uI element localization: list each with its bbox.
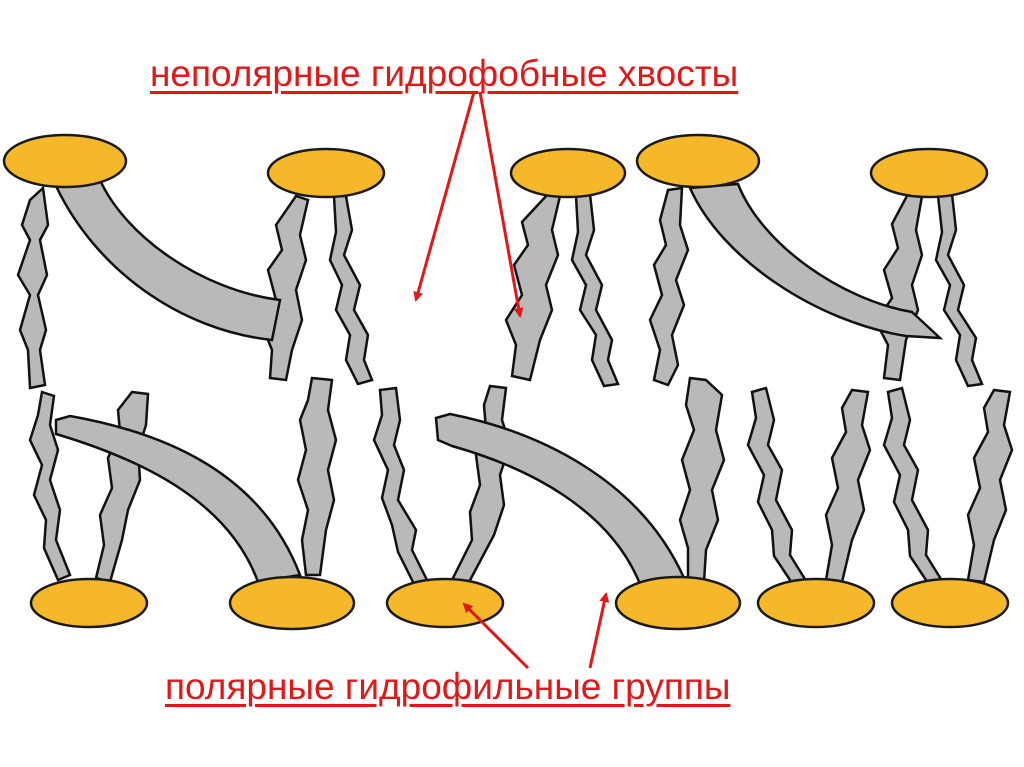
tail-l6a xyxy=(884,388,944,586)
hydrophobic-tails xyxy=(18,180,1012,586)
tail-l1b xyxy=(96,392,148,582)
tail-u2b xyxy=(330,196,372,384)
head-lower-1 xyxy=(31,579,147,627)
tail-u5a xyxy=(876,194,922,380)
head-upper-4 xyxy=(637,135,759,187)
tail-u5b xyxy=(936,194,982,386)
tail-l3a xyxy=(374,388,428,584)
tail-u2a xyxy=(262,196,308,380)
head-upper-5 xyxy=(871,149,987,197)
tail-u1b-curved xyxy=(56,180,280,340)
head-upper-2 xyxy=(268,149,384,197)
tail-l2b xyxy=(298,378,336,575)
head-upper-3 xyxy=(511,149,625,197)
tail-u3b xyxy=(572,194,618,386)
arrow-tails-left xyxy=(416,92,474,300)
label-hydrophilic-groups: полярные гидрофильные группы xyxy=(165,668,730,705)
label-hydrophobic-tails: неполярные гидрофобные хвосты xyxy=(150,55,738,92)
head-lower-3 xyxy=(387,579,503,627)
head-lower-4 xyxy=(616,577,740,629)
tail-l4b xyxy=(680,378,724,582)
head-lower-5 xyxy=(758,579,874,627)
tail-l2a-curved xyxy=(56,416,300,582)
head-upper-1 xyxy=(4,135,126,187)
tail-u4a xyxy=(650,188,688,385)
arrow-tails-right xyxy=(480,92,520,316)
head-lower-2 xyxy=(230,577,354,629)
tail-u1a xyxy=(18,188,48,388)
hydrophilic-heads xyxy=(4,135,1008,629)
head-lower-6 xyxy=(892,579,1008,627)
tail-l5b xyxy=(826,390,870,582)
tail-l5a xyxy=(748,388,808,586)
arrow-heads-right xyxy=(590,594,606,668)
tail-l6b xyxy=(968,390,1012,582)
